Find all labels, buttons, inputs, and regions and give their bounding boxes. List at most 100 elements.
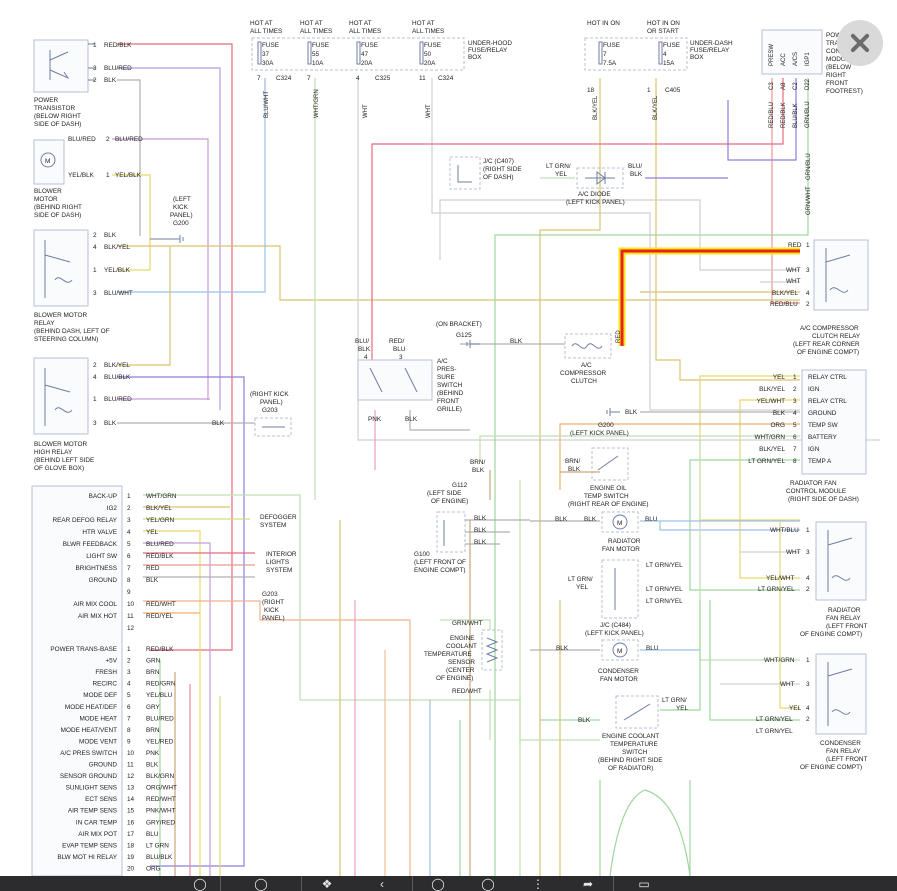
rfr-pin4-wire: YEL/WHT <box>766 575 795 582</box>
cfr-label-2: FAN RELAY <box>826 748 861 755</box>
radiator-fan-motor: M BLK BLU BLK RADIATOR FAN MOTOR <box>555 511 658 553</box>
ecu-lower-15-num: 16 <box>127 819 135 826</box>
ecu-lower-12-num: 13 <box>127 785 135 792</box>
close-button[interactable] <box>837 20 883 66</box>
dash-fuse-1-pin: 1 <box>647 87 651 94</box>
zoom-in-icon[interactable]: ◯ <box>193 876 207 891</box>
bmr-label-1: BLOWER MOTOR <box>34 312 88 319</box>
junction-connector-c484: LT GRN/ YEL LT GRN/YEL LT GRN/YEL LT GRN… <box>568 559 683 637</box>
hood-fuse-3-conn: C324 <box>438 75 454 82</box>
rfr-label-1: RADIATOR <box>828 607 861 614</box>
fullscreen-icon[interactable]: ▭ <box>638 876 650 891</box>
bmr-label-3: (BEHIND DASH, LEFT OF <box>34 328 110 335</box>
rfcm-pin-4-func: TEMP SW <box>808 422 839 429</box>
pres-tl-2: BLK <box>358 346 371 353</box>
dash-fuse-1-name: FUSE <box>663 42 680 49</box>
ects-label-4: SENSOR <box>448 659 475 666</box>
g200-mid-label-1: G200 <box>598 422 614 429</box>
ecu-upper-0-num: 1 <box>127 493 131 500</box>
wire-layer <box>112 43 880 876</box>
pan-icon[interactable]: ❖ <box>321 876 333 891</box>
rotate-icon[interactable]: ◯ <box>481 876 495 891</box>
pcm-pin-3-conn: D22 <box>805 78 811 90</box>
eots-label-3: (RIGHT REAR OF ENGINE) <box>568 501 648 508</box>
g100-label-1: G100 <box>414 551 430 558</box>
share-icon[interactable]: ⋮ <box>532 876 544 891</box>
acr-label-4: OF ENGINE COMPT) <box>797 349 859 356</box>
hood-fuse-3-wire: WHT <box>426 104 432 118</box>
ects-label-2: COOLANT <box>446 643 477 650</box>
g203-low-label-4: PANEL) <box>262 615 285 622</box>
ecu-lower-1-name: +5V <box>105 658 117 665</box>
rfcm-pin-0-num: 1 <box>793 374 797 381</box>
ecu-lower-1-wire: GRN <box>146 658 161 665</box>
pres-tr-1: RED/ <box>389 338 404 345</box>
previous-icon[interactable]: ‹ <box>380 876 384 891</box>
bmhr-pin3-wire: BLK <box>104 420 117 427</box>
ecu-lower-5-wire: GRY <box>146 704 160 711</box>
cfr-label-1: CONDENSER <box>820 740 861 747</box>
ecu-upper-0-wire: WHT/GRN <box>146 493 177 500</box>
pres-pin3: 3 <box>399 354 403 361</box>
power-transistor-pin1-wire: RED/BLK <box>104 42 132 49</box>
ground-icon <box>606 408 620 416</box>
cfr-pin4-num: 4 <box>806 705 810 712</box>
ecu-lower-19-num: 20 <box>127 865 135 872</box>
ecu-lower-18-num: 19 <box>127 854 135 861</box>
wire-cond-yel <box>779 522 800 709</box>
more-icon[interactable]: ➦ <box>582 876 594 891</box>
pres-label-2: PRES- <box>437 366 457 373</box>
fuse-icon <box>598 41 603 65</box>
pcm-label-8: FOOTREST) <box>826 88 863 95</box>
ecu-lower-10-num: 11 <box>127 762 134 769</box>
ecu-lower-5-num: 6 <box>127 704 131 711</box>
rfr-label-3: (LEFT FRONT <box>826 623 868 630</box>
ecu-lower-16-num: 17 <box>127 831 135 838</box>
pcm-pin-3-wire: GRN/BLU <box>805 101 811 128</box>
ectsw-label-1: ENGINE COOLANT <box>602 733 659 740</box>
ecu-lower-13-name: ECT SENS <box>85 796 117 803</box>
ecu-upper-6-name: BRIGHTNESS <box>75 565 117 572</box>
g112-wire-1: BLK <box>474 515 487 522</box>
ecu-upper-8-num: 9 <box>127 589 131 596</box>
acr-pin2-num: 2 <box>806 301 810 308</box>
c484-label-2: (LEFT KICK PANEL) <box>585 630 644 637</box>
g112-label-2: (LEFT SIDE <box>427 490 461 497</box>
bmhr-ground-wire: BLK <box>212 420 225 427</box>
g203-low-label-2: (RIGHT <box>262 599 284 606</box>
ecu-lower-17-name: EVAP TEMP SENS <box>62 842 117 849</box>
hood-fuse-0-pin: 7 <box>257 75 261 82</box>
ecu-lower-8-name: MODE VENT <box>79 738 117 745</box>
diode-left-2: YEL <box>555 171 568 178</box>
ecu-lower-6-wire: BLU/RED <box>146 715 174 722</box>
hood-title-2: FUSE/RELAY <box>468 47 508 54</box>
hood-fuse-0-hot-2: ALL TIMES <box>250 28 282 35</box>
diode-label-1: A/C DIODE <box>578 191 611 198</box>
bmr-pin1-num: 1 <box>93 267 97 274</box>
bmr-pin4-num: 4 <box>93 244 97 251</box>
radiator-fan-control-module: RADIATOR FAN CONTROL MODULE (RIGHT SIDE … <box>748 369 867 503</box>
acr-pin4-num: 4 <box>806 290 810 297</box>
cfr-label-4: OF ENGINE COMPT) <box>800 764 862 771</box>
ecu-upper-6-wire: RED <box>146 565 160 572</box>
g203-top-label-1: (RIGHT KICK <box>250 391 289 398</box>
ecu-lower-13-wire: RED/WHT <box>146 796 176 803</box>
hood-fuse-0-hot-1: HOT AT <box>250 20 273 27</box>
next-icon[interactable]: ◯ <box>431 876 445 891</box>
ecu-lower-11-num: 12 <box>127 773 135 780</box>
ecu-lower-7-name: MODE HEAT/VENT <box>61 727 117 734</box>
wire-red-blk <box>117 43 233 651</box>
highlighted-circuit[interactable] <box>618 247 800 346</box>
hood-fuse-2-num: 47 <box>361 51 369 58</box>
c484-label-1: J/C (C484) <box>600 622 631 629</box>
ground-g203-top: (RIGHT KICK PANEL) G203 <box>250 391 292 437</box>
ecu-upper-5-name: LIGHT SW <box>86 553 118 560</box>
zoom-out-icon[interactable]: ◯ <box>254 876 268 891</box>
ecu-upper-10-name: AIR MIX HOT <box>78 613 117 620</box>
cfr-pin2-num: 2 <box>806 716 810 723</box>
wire-pcm-red-blk <box>371 78 784 360</box>
ecu-lower-4-name: MODE DEF <box>83 692 117 699</box>
ecu-upper-3-num: 4 <box>127 529 131 536</box>
pres-label-6: FRONT <box>437 398 459 405</box>
wire-ectsw <box>540 600 701 721</box>
